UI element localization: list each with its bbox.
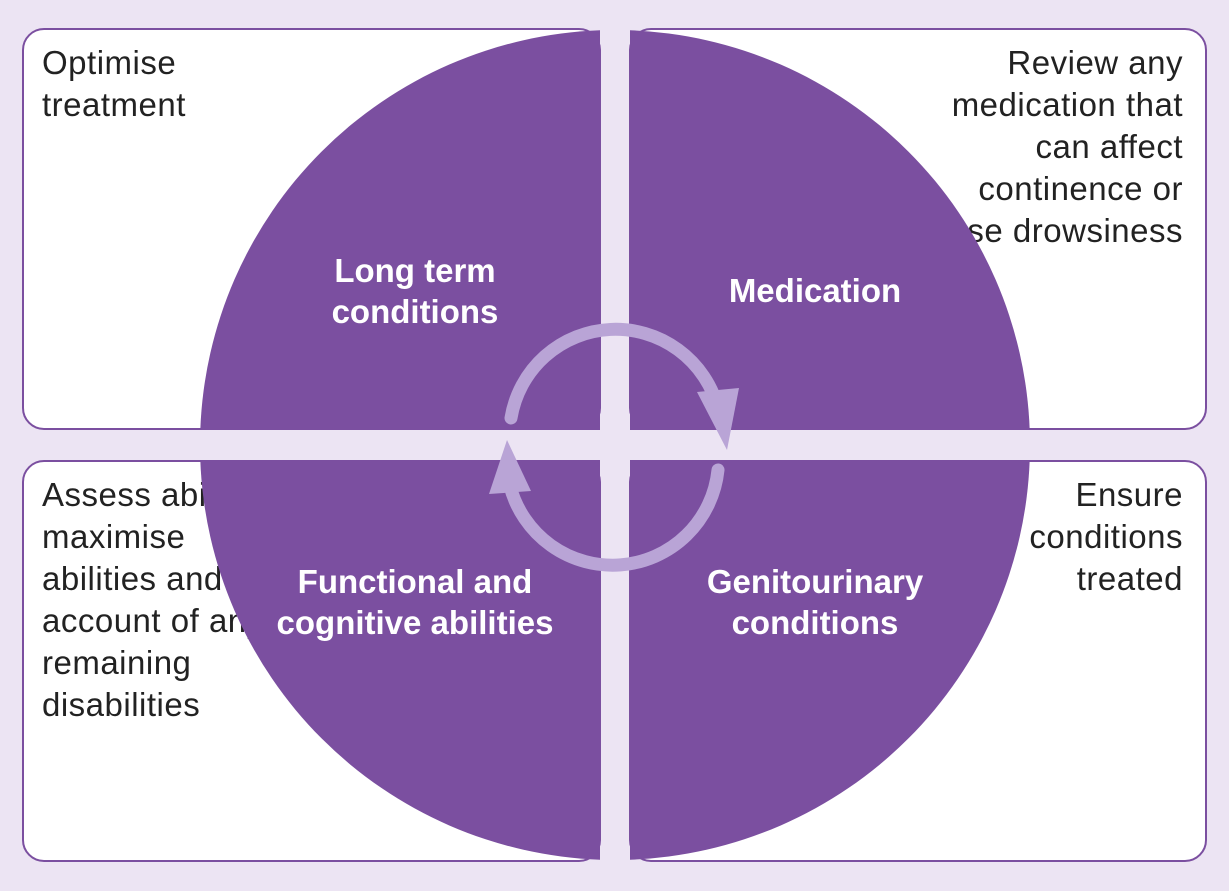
quadrant-top-left [200,30,601,431]
cycle-arc-top [504,322,725,425]
label-functional-cognitive-abilities: Functional and cognitive abilities [276,563,554,641]
cycle-arc-bottom [503,463,725,572]
cycle-arrows-icon [489,322,739,572]
label-genitourinary-conditions: Genitourinary conditions [706,563,924,641]
note-review-medication: Review any medication that can affect co… [912,44,1183,249]
quadrant-top-right [630,30,1030,431]
note-ensure-conditions: Ensure conditions treated [1029,476,1183,597]
cycle-arrowhead-up [489,440,531,494]
quadrant-bottom-right [630,460,1030,860]
note-optimise-treatment: Optimise treatment [42,44,186,123]
cycle-arrowhead-right [697,388,739,450]
quadrant-bottom-left [200,460,601,860]
label-medication: Medication [728,272,902,309]
label-long-term-conditions: Long term conditions [331,252,499,330]
